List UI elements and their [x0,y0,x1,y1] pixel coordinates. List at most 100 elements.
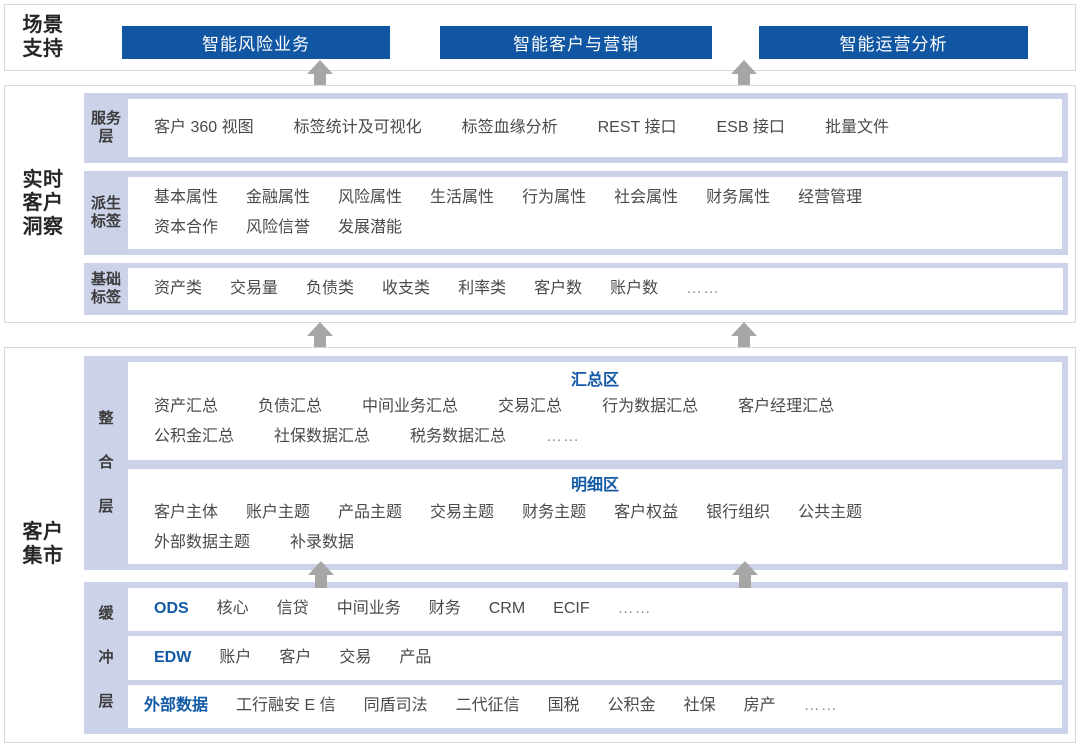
list-item-ellipsis: …… [546,428,581,446]
list-item[interactable]: 工行融安 E 信 [236,697,336,715]
list-item[interactable]: 公共主题 [798,503,863,521]
list-item[interactable]: 账户主题 [246,503,311,521]
list-item-accent[interactable]: 外部数据 [144,697,209,715]
list-item[interactable]: 中间业务汇总 [362,398,459,416]
list-item[interactable]: 生活属性 [430,188,495,206]
group-caption-scenario: 场景支持 [22,13,64,60]
list-item[interactable]: 同盾司法 [363,697,428,715]
list-item[interactable]: 国税 [547,697,580,715]
list-item[interactable]: 财务主题 [522,503,587,521]
list-item[interactable]: 金融属性 [246,188,311,206]
item-row: 客户主体 账户主题 产品主题 交易主题 财务主题 客户权益 银行组织 公共主题 [154,498,1062,528]
derived-tags-items: 基本属性 金融属性 风险属性 生活属性 行为属性 社会属性 财务属性 经营管理 … [128,177,1062,249]
flow-up-arrow [730,559,760,589]
item-row: 资产类 交易量 负债类 收支类 利率类 客户数 账户数 …… [154,274,1063,304]
list-item[interactable]: 二代征信 [455,697,520,715]
group-caption-mart: 客户集市 [22,521,64,567]
list-item[interactable]: 负债类 [306,279,355,297]
list-item[interactable]: 补录数据 [290,533,355,551]
item-row: 资本合作 风险信誉 发展潜能 [154,213,1062,243]
list-item[interactable]: 财务属性 [706,188,771,206]
list-item[interactable]: 交易量 [230,279,279,297]
list-item[interactable]: 公积金 [607,697,656,715]
scenario-button-label: 智能客户与营销 [513,35,639,54]
list-item[interactable]: 资本合作 [154,219,219,236]
list-item[interactable]: 经营管理 [798,188,863,206]
list-item[interactable]: 财务 [428,600,461,618]
buffer-layer-label: 缓 冲 层 [84,582,128,734]
list-item[interactable]: 社保 [683,697,716,715]
list-item[interactable]: 客户经理汇总 [738,398,835,416]
list-item[interactable]: 交易主题 [430,503,495,521]
list-item[interactable]: 客户主体 [154,503,219,521]
list-item[interactable]: CRM [488,600,526,618]
item-row: 资产汇总 负债汇总 中间业务汇总 交易汇总 行为数据汇总 客户经理汇总 [154,392,1062,422]
scenario-button-operations-analytics[interactable]: 智能运营分析 [759,26,1028,59]
list-item[interactable]: 公积金汇总 [154,428,235,446]
list-item[interactable]: 房产 [743,697,776,715]
list-item[interactable]: 账户数 [610,279,659,297]
summary-zone-title: 汇总区 [570,371,619,389]
list-item[interactable]: 标签血缘分析 [461,118,558,136]
basic-tags-items: 资产类 交易量 负债类 收支类 利率类 客户数 账户数 …… [128,268,1063,310]
list-item[interactable]: 行为属性 [522,188,587,206]
list-item[interactable]: 中间业务 [336,600,401,618]
list-item[interactable]: 产品 [399,648,432,666]
item-row: 基本属性 金融属性 风险属性 生活属性 行为属性 社会属性 财务属性 经营管理 [154,183,1062,213]
list-item[interactable]: 基本属性 [154,188,219,206]
list-item[interactable]: 批量文件 [824,118,889,136]
flow-up-arrow [729,320,759,350]
list-item[interactable]: 产品主题 [338,503,403,521]
summary-zone: 汇总区 资产汇总 负债汇总 中间业务汇总 交易汇总 行为数据汇总 客户经理汇总 … [128,362,1062,461]
list-item[interactable]: 收支类 [382,279,431,297]
list-item[interactable]: 风险信誉 [246,219,311,236]
scenario-button-label: 智能风险业务 [202,35,310,54]
item-row: 公积金汇总 社保数据汇总 税务数据汇总 …… [154,422,1062,452]
list-item-accent[interactable]: EDW [154,648,192,666]
scenario-button-risk[interactable]: 智能风险业务 [122,26,390,59]
list-item[interactable]: 外部数据主题 [154,533,251,551]
scenario-button-label: 智能运营分析 [839,35,948,54]
list-item[interactable]: 交易 [339,648,372,666]
list-item[interactable]: 客户权益 [614,503,679,521]
list-item[interactable]: 信贷 [276,600,309,618]
list-item[interactable]: 客户 [279,648,312,666]
item-row: ODS 核心 信贷 中间业务 财务 CRM ECIF …… [154,594,1062,624]
item-row: 客户 360 视图 标签统计及可视化 标签血缘分析 REST 接口 ESB 接口… [154,113,1062,143]
customer-mart-panel: 客户集市 整 合 层 汇总区 资产汇总 负债汇总 中间业务汇总 交易汇总 行为数… [4,347,1076,743]
list-item[interactable]: 社会属性 [614,188,679,206]
list-item[interactable]: REST 接口 [597,118,677,136]
list-item[interactable]: 资产汇总 [154,398,219,416]
list-item[interactable]: 资产类 [154,279,203,297]
detail-zone-title: 明细区 [570,477,619,495]
list-item[interactable]: 客户 360 视图 [154,118,254,136]
list-item[interactable]: 客户数 [534,279,583,297]
list-item-ellipsis: …… [617,600,652,618]
list-item[interactable]: 交易汇总 [498,398,563,416]
list-item[interactable]: 账户 [219,648,252,666]
list-item[interactable]: 核心 [216,600,249,618]
list-item[interactable]: 社保数据汇总 [274,428,371,446]
list-item-accent[interactable]: ODS [154,600,189,618]
list-item[interactable]: 标签统计及可视化 [293,118,422,136]
list-item[interactable]: 税务数据汇总 [410,428,507,446]
list-item-ellipsis: …… [803,697,838,715]
list-item[interactable]: 利率类 [458,279,507,297]
service-layer-items: 客户 360 视图 标签统计及可视化 标签血缘分析 REST 接口 ESB 接口… [128,99,1062,157]
scenario-button-customer-marketing[interactable]: 智能客户与营销 [440,26,712,59]
list-item[interactable]: ECIF [553,600,590,618]
item-row: 外部数据主题 补录数据 [154,528,1062,558]
list-item[interactable]: 风险属性 [338,188,403,206]
list-item[interactable]: 银行组织 [706,503,771,521]
item-row: EDW 账户 客户 交易 产品 [154,643,1062,673]
flow-up-arrow [306,559,336,589]
list-item[interactable]: ESB 接口 [716,118,785,136]
list-item[interactable]: 负债汇总 [258,398,323,416]
list-item[interactable]: 发展潜能 [338,219,403,236]
flow-up-arrow [305,320,335,350]
integration-layer-label: 整 合 层 [84,356,128,570]
basic-tags-label: 基础标签 [90,271,121,306]
list-item-ellipsis: …… [686,279,721,297]
list-item[interactable]: 行为数据汇总 [602,398,699,416]
integration-layer-band: 整 合 层 汇总区 资产汇总 负债汇总 中间业务汇总 交易汇总 行为数据汇总 客… [84,356,1068,570]
